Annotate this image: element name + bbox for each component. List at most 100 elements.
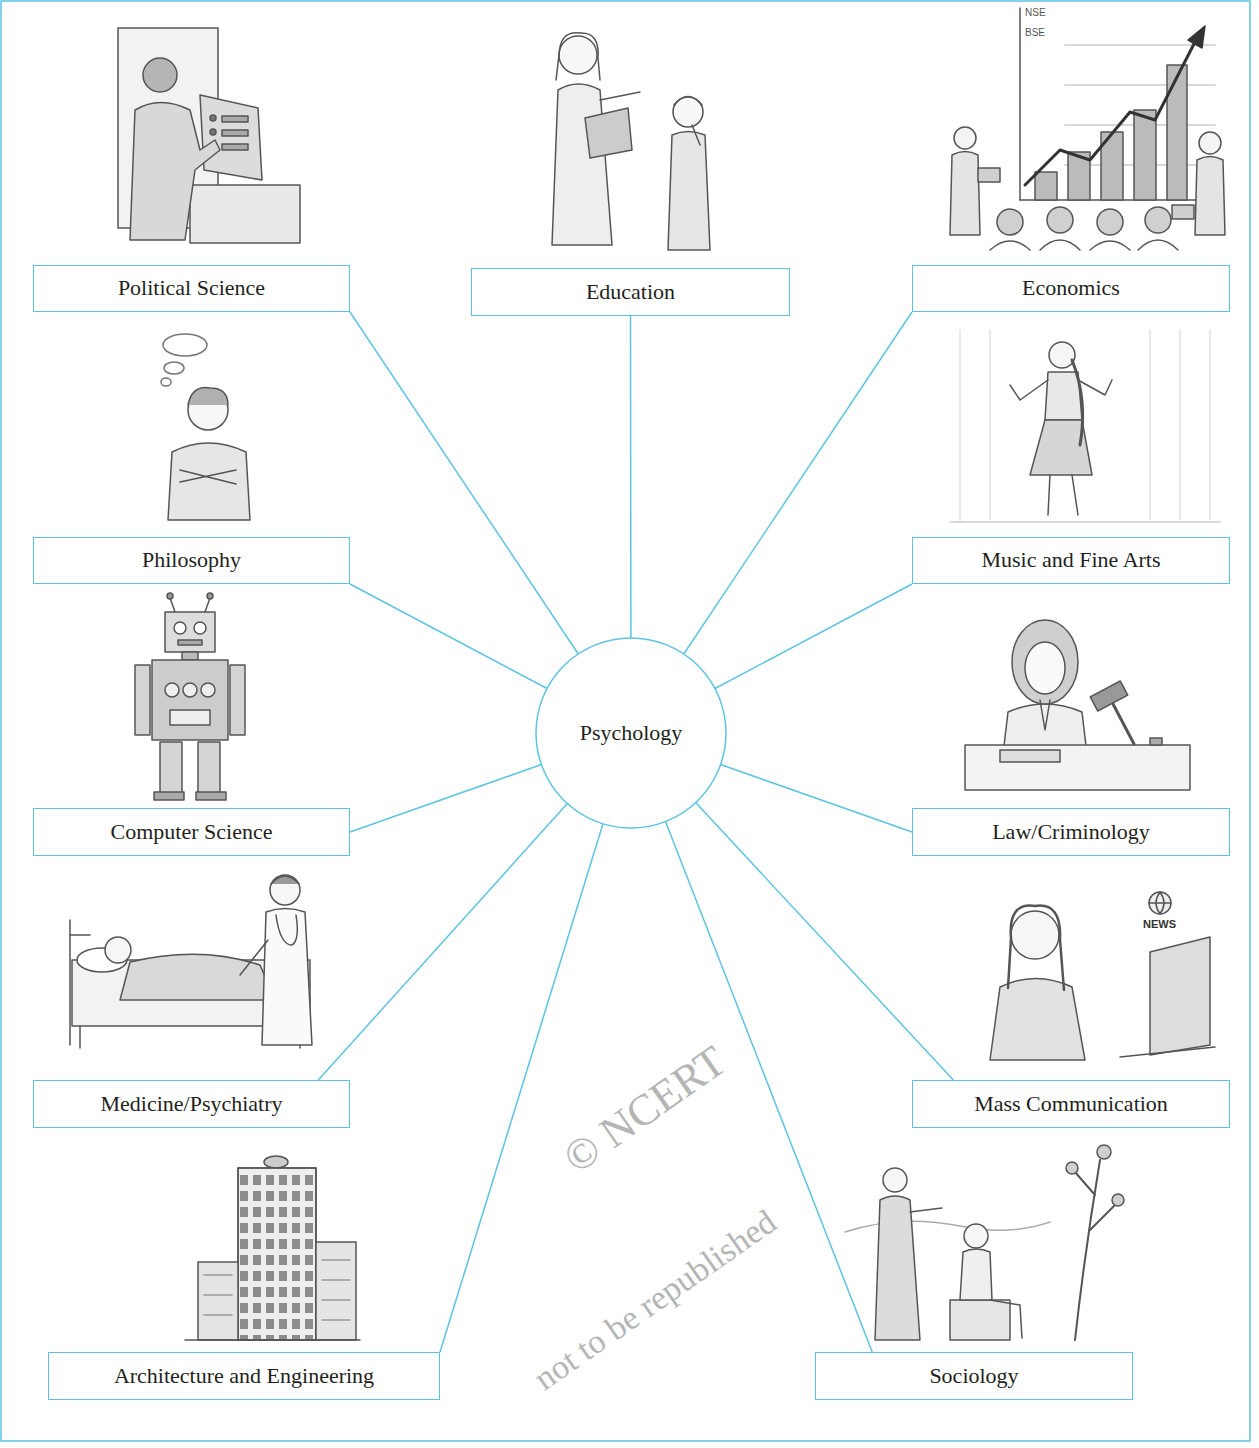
connector-line — [350, 584, 547, 688]
market-chart-illustration — [950, 8, 1225, 250]
judge-illustration-part — [1040, 700, 1050, 730]
market-chart-illustration-part — [978, 168, 1000, 182]
judge-illustration-part — [1012, 620, 1078, 704]
judge-illustration-part — [1025, 642, 1065, 694]
teacher-illustration-part — [585, 108, 632, 158]
village-talk-illustration-part — [845, 1221, 1050, 1232]
market-chart-illustration-part — [1167, 65, 1187, 200]
robot-illustration-part — [196, 792, 226, 800]
discipline-name: Sociology — [929, 1363, 1018, 1389]
discipline-name: Law/Criminology — [992, 819, 1150, 845]
village-talk-illustration-part — [883, 1168, 907, 1192]
village-talk-illustration-part — [960, 1249, 992, 1300]
dancer-illustration-part — [950, 521, 1220, 523]
voting-illustration — [118, 28, 300, 243]
village-talk-illustration-part — [1075, 1160, 1115, 1340]
news-anchor-illustration — [990, 892, 1215, 1060]
discipline-name: Political Science — [118, 275, 265, 301]
judge-illustration-part — [965, 745, 1190, 790]
village-talk-illustration-part — [1112, 1194, 1124, 1206]
judge-illustration-part — [1090, 681, 1128, 711]
circle-outline — [536, 638, 726, 828]
connector-line — [715, 584, 912, 688]
market-chart-illustration-part — [1019, 8, 1021, 200]
discipline-box: Computer Science — [33, 808, 350, 856]
market-chart-illustration-part — [1047, 207, 1073, 233]
chart-label: NSE — [1024, 7, 1047, 18]
connector-line — [318, 804, 567, 1080]
village-talk-illustration-part — [964, 1224, 988, 1248]
building-illustration-part — [238, 1168, 316, 1340]
market-chart-illustration-part — [950, 152, 980, 236]
village-talk-illustration-part — [1066, 1162, 1078, 1174]
village-talk-illustration-part — [990, 1300, 1022, 1338]
village-talk-illustration-part — [1097, 1145, 1111, 1159]
building-illustration-part — [185, 1339, 360, 1341]
building-illustration-part — [316, 1242, 356, 1340]
discipline-name: Mass Communication — [974, 1091, 1168, 1117]
dancer-illustration-part — [1045, 372, 1082, 420]
market-chart-illustration-part — [954, 127, 976, 149]
doctor-illustration-part — [79, 1026, 81, 1048]
thinker-illustration-part — [180, 470, 236, 484]
market-chart-illustration-part — [1025, 40, 1196, 185]
news-anchor-illustration-part — [990, 979, 1085, 1061]
building-illustration-part — [204, 1260, 350, 1320]
building-illustration-part — [198, 1262, 238, 1340]
doctor-illustration-part — [270, 875, 300, 905]
discipline-box: Law/Criminology — [912, 808, 1230, 856]
discipline-box: Political Science — [33, 265, 350, 312]
connector-line — [721, 765, 912, 832]
doctor-illustration-part — [262, 909, 312, 1046]
market-chart-illustration-part — [1188, 26, 1205, 48]
robot-illustration — [135, 593, 245, 800]
voting-illustration-part — [143, 58, 177, 92]
teacher-illustration-part — [559, 36, 597, 74]
village-talk-illustration-part — [910, 1208, 942, 1212]
thinker-illustration — [161, 334, 250, 520]
robot-illustration-part — [178, 640, 202, 645]
dancer-illustration-part — [1010, 380, 1112, 400]
teacher-illustration-part — [673, 97, 703, 127]
watermark: © NCERT — [555, 1037, 735, 1183]
market-chart-illustration-part — [1145, 207, 1171, 233]
voting-illustration-part — [190, 185, 300, 243]
dancer-illustration — [950, 330, 1220, 522]
doctor-illustration-part — [69, 920, 71, 1045]
discipline-box: Philosophy — [33, 537, 350, 584]
robot-illustration-part — [198, 742, 220, 794]
voting-illustration-part — [222, 130, 248, 136]
discipline-name: Architecture and Engineering — [114, 1363, 374, 1389]
discipline-name: Psychology — [580, 720, 683, 746]
news-anchor-illustration-part — [1149, 892, 1171, 914]
judge-illustration — [965, 620, 1190, 790]
robot-illustration-part — [174, 622, 186, 634]
news-anchor-illustration-part — [1120, 1047, 1215, 1057]
voting-illustration-part — [130, 103, 220, 241]
teacher-illustration-part — [556, 33, 600, 80]
discipline-box: Music and Fine Arts — [912, 537, 1230, 584]
robot-illustration-part — [194, 622, 206, 634]
discipline-name: Medicine/Psychiatry — [100, 1091, 282, 1117]
robot-illustration-part — [152, 660, 228, 740]
robot-illustration-part — [207, 593, 213, 599]
robot-illustration-part — [165, 612, 215, 652]
village-talk-illustration-part — [950, 1300, 1010, 1340]
discipline-box: Economics — [912, 265, 1230, 312]
discipline-name: Education — [586, 279, 675, 305]
thinker-illustration-part — [188, 388, 228, 405]
voting-illustration-part — [222, 144, 248, 150]
judge-illustration-part — [1000, 750, 1060, 762]
building-illustration-part — [264, 1156, 288, 1168]
discipline-box: Sociology — [815, 1352, 1133, 1400]
thinker-illustration-part — [168, 443, 250, 520]
building-illustration — [185, 1156, 360, 1340]
dancer-illustration-part — [1072, 360, 1083, 445]
market-chart-illustration-part — [1134, 110, 1156, 200]
teacher-illustration — [552, 33, 710, 250]
building-illustration-part — [238, 1168, 316, 1340]
discipline-box: Mass Communication — [912, 1080, 1230, 1128]
news-anchor-illustration-part — [1008, 906, 1064, 990]
thinker-illustration-part — [163, 334, 207, 356]
